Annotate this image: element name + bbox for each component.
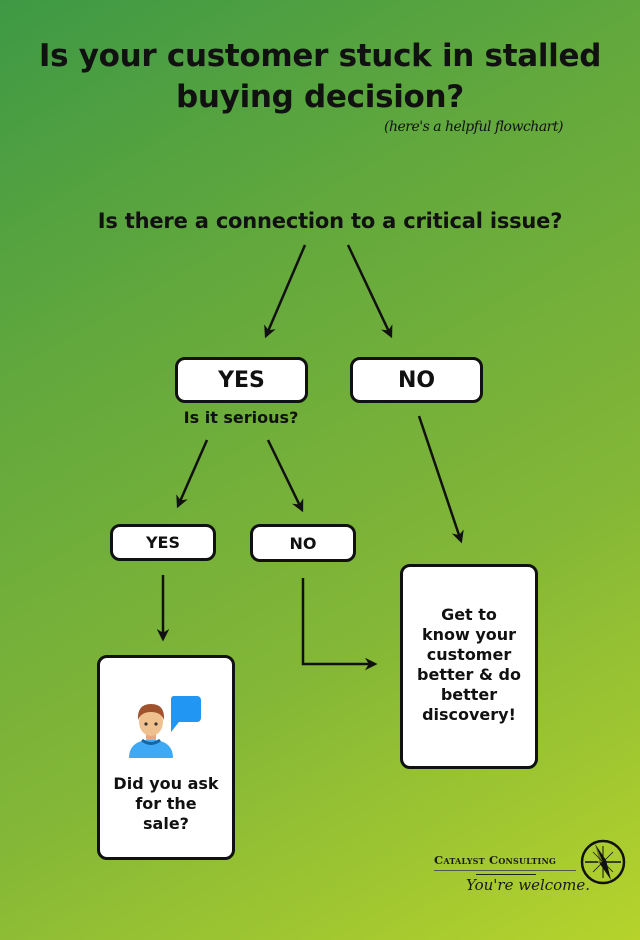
ask-sale-text: Did you ask for the sale? xyxy=(113,774,218,834)
ask-sale-card: Did you ask for the sale? xyxy=(97,655,235,860)
discovery-text: Get to know your customer better & do be… xyxy=(417,605,521,725)
level1-no-box[interactable]: NO xyxy=(350,357,483,403)
person-speech-bubble-icon xyxy=(129,696,201,758)
ask-sale-line-2: for the xyxy=(135,794,197,813)
ask-sale-line-1: Did you ask xyxy=(113,774,219,793)
tagline: You're welcome. xyxy=(466,876,591,894)
discovery-line-1: Get to xyxy=(441,605,497,624)
discovery-line-2: know your xyxy=(421,625,517,644)
ask-sale-line-3: sale? xyxy=(143,814,189,833)
discovery-card: Get to know your customer better & do be… xyxy=(400,564,538,769)
logo-divider xyxy=(434,870,576,871)
arrow-root-to-no xyxy=(346,244,393,339)
discovery-line-6: discovery! xyxy=(422,705,516,724)
level1-yes-box[interactable]: YES xyxy=(175,357,308,403)
subtitle: (here's a helpful flowchart) xyxy=(384,119,563,135)
level2-yes-box[interactable]: YES xyxy=(110,524,216,561)
discovery-line-4: better & do xyxy=(417,665,521,684)
level1-no-label: NO xyxy=(397,367,436,393)
discovery-line-3: customer xyxy=(426,645,512,664)
arrow-no-to-discovery-elbow xyxy=(301,578,378,671)
arrow-serious-to-no xyxy=(266,439,304,513)
page-title: Is your customer stuck in stalled buying… xyxy=(0,36,640,118)
arrow-no-to-discovery xyxy=(417,415,464,544)
arrow-root-to-yes xyxy=(264,244,307,339)
level2-yes-label: YES xyxy=(145,533,181,552)
serious-question: Is it serious? xyxy=(183,408,299,427)
level1-yes-label: YES xyxy=(218,367,265,393)
arrow-serious-to-yes xyxy=(176,439,209,509)
title-line-1: Is your customer stuck in stalled xyxy=(38,38,602,74)
root-question: Is there a connection to a critical issu… xyxy=(97,209,563,233)
title-line-2: buying decision? xyxy=(176,79,464,115)
discovery-line-5: better xyxy=(440,685,498,704)
level2-no-box[interactable]: NO xyxy=(250,524,356,562)
level2-no-label: NO xyxy=(289,533,317,553)
logo-divider-short xyxy=(476,874,536,875)
company-name: Catalyst Consulting xyxy=(434,853,557,867)
compass-icon xyxy=(580,839,626,885)
